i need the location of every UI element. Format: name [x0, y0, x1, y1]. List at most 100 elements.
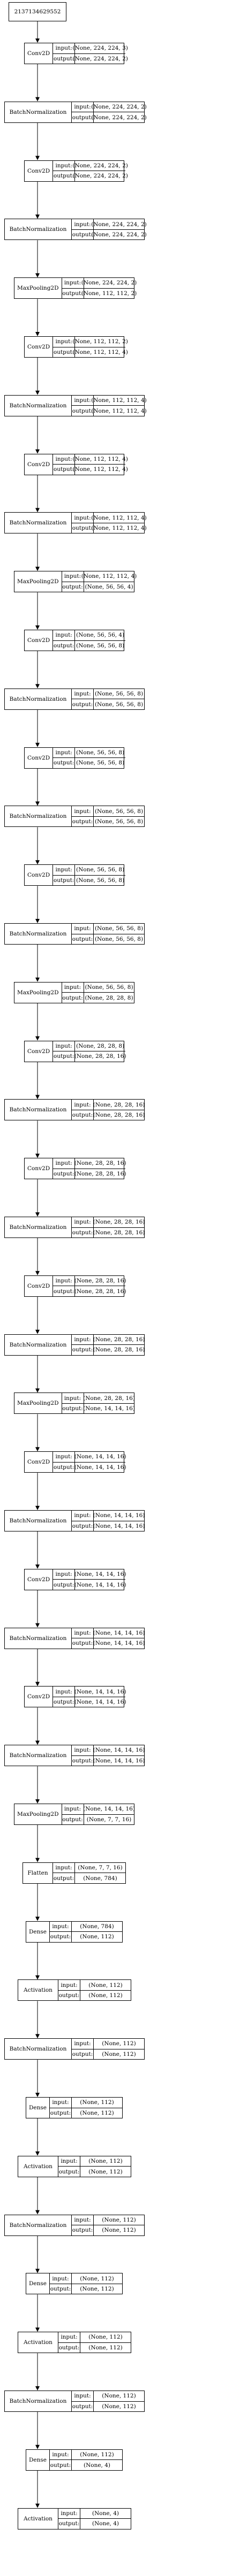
edge-arrowhead-37 — [35, 2210, 40, 2215]
input-row: input:(None, 28, 28, 16) — [53, 1158, 126, 1169]
output-row: output:(None, 14, 14, 16) — [53, 1461, 126, 1473]
edge-arrowhead-19 — [35, 1154, 40, 1158]
layer-type-label: BatchNormalization — [5, 513, 72, 533]
edge-arrowhead-27 — [35, 1623, 40, 1628]
output-row: output:(None, 112) — [58, 2342, 131, 2353]
input-shape-value: (None, 14, 14, 16) — [93, 1629, 145, 1636]
layer-type-label: Conv2D — [25, 1569, 54, 1590]
output-label: output: — [53, 1051, 76, 1062]
layer-io-table: input:(None, 112, 112, 4)output:(None, 1… — [53, 454, 128, 475]
output-shape-value: (None, 112, 112, 4) — [91, 525, 147, 532]
edge-arrowhead-5 — [35, 332, 40, 336]
model-id-label: 2137134629552 — [14, 9, 61, 15]
edge-arrowhead-35 — [35, 2093, 40, 2097]
output-row: output:(None, 56, 56, 8) — [72, 933, 144, 944]
edge-arrowhead-32 — [35, 1916, 40, 1921]
output-label: output: — [72, 816, 94, 827]
edge-arrowhead-25 — [35, 1506, 40, 1510]
layer-io-table: input:(None, 28, 28, 16)output:(None, 28… — [72, 1100, 145, 1120]
edge-arrowhead-28 — [35, 1682, 40, 1687]
output-shape-value: (None, 112) — [102, 2227, 136, 2234]
input-shape-value: (None, 224, 224, 2) — [81, 280, 137, 287]
edge-arrowhead-24 — [35, 1447, 40, 1452]
output-label: output: — [72, 523, 94, 533]
input-label: input: — [53, 865, 76, 875]
input-shape-value: (None, 14, 14, 16) — [74, 1453, 126, 1460]
output-row: output:(None, 224, 224, 2) — [72, 112, 147, 122]
output-row: output:(None, 112, 112, 4) — [53, 464, 128, 475]
output-row: output:(None, 112) — [50, 2283, 122, 2294]
layer-type-label: Conv2D — [25, 630, 54, 651]
edge-arrowhead-0 — [35, 38, 40, 43]
input-row: input:(None, 56, 56, 8) — [53, 747, 125, 758]
output-row: output:(None, 28, 28, 16) — [72, 1227, 145, 1237]
input-row: input:(None, 28, 28, 16) — [62, 1393, 135, 1403]
edge-arrowhead-36 — [35, 2151, 40, 2156]
layer-type-label: Conv2D — [25, 43, 54, 64]
output-row: output:(None, 224, 224, 2) — [53, 171, 128, 181]
input-label: input: — [72, 395, 94, 406]
input-row: input:(None, 112) — [72, 2391, 144, 2401]
output-row: output:(None, 28, 28, 16) — [53, 1168, 126, 1179]
output-row: output:(None, 14, 14, 16) — [72, 1638, 145, 1649]
edge-arrowhead-21 — [35, 1271, 40, 1275]
edge-arrowhead-7 — [35, 449, 40, 454]
layer-io-table: input:(None, 112, 112, 2)output:(None, 1… — [53, 337, 128, 357]
layer-type-label: Dense — [26, 2273, 50, 2294]
input-shape-value: (None, 56, 56, 8) — [94, 925, 144, 932]
output-shape-value: (None, 112) — [80, 2286, 114, 2293]
input-row: input:(None, 112) — [58, 1980, 131, 1990]
edge-arrowhead-30 — [35, 1799, 40, 1804]
input-shape-value: (None, 14, 14, 16) — [93, 1747, 145, 1754]
input-label: input: — [72, 1511, 94, 1521]
layer-type-label: BatchNormalization — [5, 102, 72, 122]
layer-io-table: input:(None, 224, 224, 2)output:(None, 2… — [72, 219, 147, 240]
output-row: output:(None, 112, 112, 4) — [53, 346, 128, 357]
output-row: output:(None, 7, 7, 16) — [62, 1814, 134, 1824]
input-label: input: — [72, 1100, 94, 1110]
edge-arrowhead-20 — [35, 1212, 40, 1217]
input-label: input: — [72, 1334, 94, 1345]
output-shape-value: (None, 112) — [102, 2051, 136, 2057]
layer-type-label: BatchNormalization — [5, 2039, 72, 2060]
input-shape-value: (None, 112) — [88, 2334, 123, 2341]
output-label: output: — [53, 1462, 76, 1473]
input-shape-value: (None, 28, 28, 16) — [93, 1101, 145, 1108]
input-row: input:(None, 56, 56, 8) — [72, 924, 144, 934]
input-shape-value: (None, 224, 224, 2) — [91, 221, 147, 228]
output-shape-value: (None, 14, 14, 16) — [93, 1640, 145, 1647]
layer-type-label: BatchNormalization — [5, 1334, 72, 1355]
input-row: input:(None, 224, 224, 2) — [53, 160, 128, 171]
edge-arrowhead-38 — [35, 2269, 40, 2273]
output-row: output:(None, 28, 28, 16) — [53, 1051, 126, 1062]
input-label: input: — [53, 747, 76, 758]
edge-arrowhead-13 — [35, 801, 40, 806]
output-label: output: — [50, 2108, 72, 2118]
edge-arrowhead-14 — [35, 860, 40, 865]
output-row: output:(None, 56, 56, 4) — [62, 581, 134, 592]
output-row: output:(None, 56, 56, 8) — [53, 640, 126, 651]
layer-type-label: BatchNormalization — [5, 2215, 72, 2235]
layer-io-table: input:(None, 56, 56, 8)output:(None, 56,… — [72, 689, 144, 709]
layer-type-label: Conv2D — [25, 1158, 54, 1179]
layer-type-label: BatchNormalization — [5, 924, 72, 944]
input-label: input: — [53, 1041, 76, 1051]
layer-io-table: input:(None, 56, 56, 8)output:(None, 56,… — [53, 747, 126, 768]
layer-type-label: Conv2D — [25, 454, 54, 475]
output-shape-value: (None, 14, 14, 16) — [74, 1464, 126, 1471]
layer-io-table: input:(None, 14, 14, 16)output:(None, 14… — [72, 1745, 145, 1766]
output-shape-value: (None, 224, 224, 2) — [91, 114, 147, 121]
output-shape-value: (None, 112) — [88, 1992, 123, 1999]
layer-type-label: Dense — [26, 2449, 50, 2470]
output-label: output: — [72, 1638, 94, 1649]
output-shape-value: (None, 14, 14, 16) — [83, 1405, 135, 1412]
output-shape-value: (None, 112) — [80, 2109, 114, 2116]
